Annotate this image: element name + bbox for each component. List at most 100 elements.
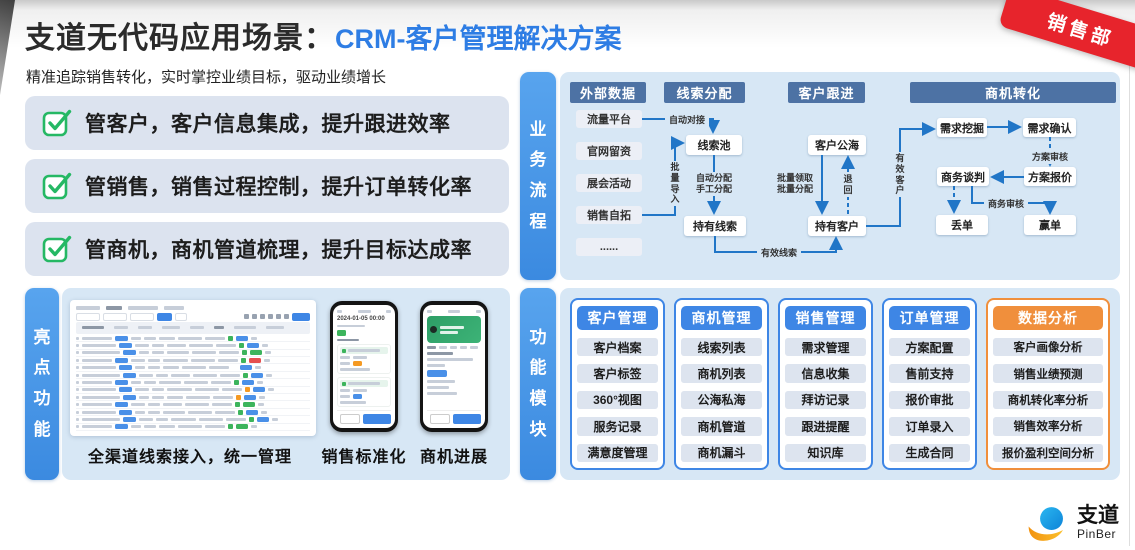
module-column-analytics: 数据分析 客户画像分析 销售业绩预测 商机转化率分析 销售效率分析 报价盈利空间… [986,298,1110,470]
page-title-blue: CRM-客户管理解决方案 [335,24,622,54]
feature-opportunity: 管商机，商机管道梳理，提升目标达成率 [25,222,509,276]
table-row [76,335,310,343]
phone2-confirm-button [453,414,481,424]
table-toolbar [76,311,310,321]
module-item: 知识库 [785,443,866,462]
phone2-customer-card [427,316,481,343]
table-rows [76,335,310,431]
module-item: 客户档案 [577,337,658,357]
module-item: 销售业绩预测 [993,364,1103,383]
check-icon [42,109,72,137]
module-item: 报价盈利空间分析 [993,443,1103,462]
module-item: 报价审批 [889,390,970,410]
caption-sales-standardization: 销售标准化 [321,449,407,466]
module-item: 拜访记录 [785,390,866,410]
module-item: 销售效率分析 [993,417,1103,436]
flow-label-business-review: 商务审核 [984,198,1028,211]
phone1-timestamp: 2024-01-05 00:00 [337,316,385,322]
flow-label-batch-assign: 批量分配 [776,183,813,194]
table-row [76,364,310,372]
module-item: 商机管道 [681,417,762,436]
flow-node-hold-leads: 持有线索 [684,216,746,236]
flow-source-website-leads: 官网留资 [576,142,642,160]
feature-sales-text: 管销售，销售过程控制，提升订单转化率 [85,176,472,199]
brand-name: 支道 [1077,503,1119,527]
module-item: 方案配置 [889,337,970,357]
feature-customer: 管客户，客户信息集成，提升跟进效率 [25,96,509,150]
flow-label-auto-assign: 自动分配 [695,173,732,183]
caption-opportunity-progress: 商机进展 [419,449,489,466]
brand-logo-icon [1028,507,1063,541]
business-flow-panel: 外部数据 线索分配 客户跟进 商机转化 流量平台 官网留资 展会活动 销售自拓 … [560,72,1120,280]
phone1-cancel-button [340,414,360,425]
table-row [76,350,310,358]
flow-label-valid-leads: 有效线索 [757,247,801,260]
table-row [76,379,310,387]
module-item: 客户画像分析 [993,337,1103,357]
table-tabs [76,305,310,311]
module-item: 公海私海 [681,390,762,410]
phone1-screen: 2024-01-05 00:00 [333,305,395,428]
module-header-analytics: 数据分析 [993,306,1103,330]
phone1-confirm-button [363,414,391,425]
flow-label-batch-claim: 批量领取 [776,173,813,183]
section-bar-highlights: 亮点功能 [25,288,59,480]
phone2-tag-button [427,370,447,377]
brand-logo-text: 支道 PinBer [1077,503,1119,541]
flow-node-quote: 方案报价 [1024,167,1076,186]
check-icon [42,172,72,200]
flow-node-demand-confirm: 需求确认 [1023,118,1076,137]
table-header [76,321,310,334]
feature-sales: 管销售，销售过程控制，提升订单转化率 [25,159,509,213]
flow-node-lost: 丢单 [936,215,988,235]
table-row [76,387,310,395]
highlights-panel: 2024-01-05 00:00 [62,288,510,480]
phone2-screen [423,305,485,428]
flow-node-lead-pool: 线索池 [686,135,742,155]
page-title: 支道无代码应用场景：CRM-客户管理解决方案 [25,13,621,57]
flow-node-negotiation: 商务谈判 [937,167,989,186]
phone2-cancel-button [430,414,450,424]
module-item: 服务记录 [577,417,658,436]
section-bar-highlights-label: 亮点功能 [33,327,51,439]
crm-table-screenshot [70,300,316,436]
flow-header-opportunity-conversion: 商机转化 [910,82,1116,103]
module-item: 信息收集 [785,364,866,383]
module-header-orders: 订单管理 [889,306,970,330]
flow-source-exhibition: 展会活动 [576,174,642,192]
module-column-customer: 客户管理 客户档案 客户标签 360°视图 服务记录 满意度管理 [570,298,665,470]
module-item: 订单录入 [889,417,970,436]
phone1-record-card [337,344,391,375]
section-bar-modules: 功能模块 [520,288,556,480]
table-search-button [157,312,172,321]
section-bar-modules-label: 功能模块 [529,327,547,439]
page-subtitle: 精准追踪销售转化，实时掌控业绩目标，驱动业绩增长 [26,69,387,86]
module-item: 需求管理 [785,337,866,357]
module-column-orders: 订单管理 方案配置 售前支持 报价审批 订单录入 生成合同 [882,298,977,470]
flow-node-hold-customers: 持有客户 [808,216,866,236]
flow-label-return: 退回 [842,173,854,197]
flow-arrows [642,118,1057,253]
flow-label-auto-connect: 自动对接 [665,114,709,127]
flow-label-manual-assign: 手工分配 [695,183,732,194]
module-item: 满意度管理 [577,443,658,462]
module-item: 跟进提醒 [785,417,866,436]
slide-edge-line [1129,62,1130,546]
check-icon [42,235,72,263]
page-title-black: 支道无代码应用场景： [25,22,335,55]
module-header-opportunity: 商机管理 [681,306,762,330]
module-item: 售前支持 [889,364,970,383]
module-item: 商机转化率分析 [993,390,1103,410]
brand-logo: 支道 PinBer [1026,503,1119,543]
table-row [76,342,310,350]
flow-header-lead-assignment: 线索分配 [664,82,745,103]
module-item: 生成合同 [889,443,970,462]
table-add-button [292,312,310,321]
module-item: 商机漏斗 [681,443,762,462]
page-corner-fold [0,0,15,95]
flow-source-traffic-platform: 流量平台 [576,110,642,128]
flow-node-won: 赢单 [1024,215,1076,235]
flow-node-customer-sea: 客户公海 [808,135,866,155]
module-item: 线索列表 [681,337,762,357]
module-item: 商机列表 [681,364,762,383]
